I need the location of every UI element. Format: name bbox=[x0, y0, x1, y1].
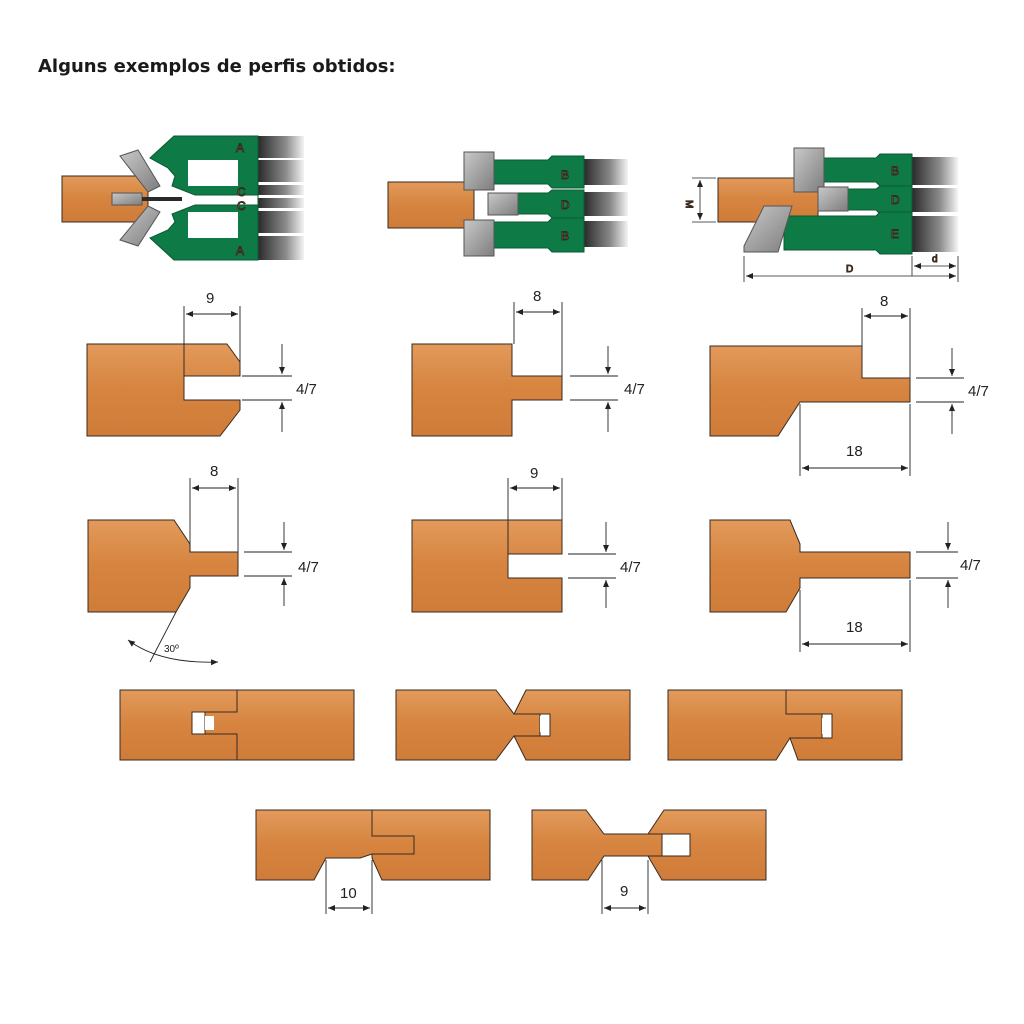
cutter-label: B bbox=[891, 164, 899, 178]
joint-3-right bbox=[785, 689, 903, 761]
cutter-body bbox=[783, 211, 913, 255]
cutter-label: A bbox=[236, 141, 244, 155]
thickness-label: 4/7 bbox=[298, 559, 319, 576]
cutter-label: B bbox=[561, 168, 569, 182]
workpiece bbox=[387, 181, 475, 229]
reach-label: 18 bbox=[846, 443, 863, 460]
dimension-label: d bbox=[932, 254, 938, 265]
cutter-set-1: A C C A bbox=[61, 135, 304, 261]
profile-1 bbox=[86, 343, 241, 437]
saw-teeth bbox=[584, 221, 628, 247]
thickness-label: 4/7 bbox=[296, 381, 317, 398]
profile-5 bbox=[411, 519, 563, 613]
depth-label: 8 bbox=[210, 463, 218, 480]
cutter-label: A bbox=[236, 244, 244, 258]
cutter-body bbox=[493, 217, 585, 253]
cutter-slot bbox=[188, 160, 238, 186]
joint-2-left bbox=[395, 689, 541, 761]
saw-teeth bbox=[912, 216, 958, 252]
cutter-label: E bbox=[891, 227, 899, 241]
cutter-set-3: B D E M D d bbox=[683, 147, 959, 282]
saw-teeth bbox=[584, 192, 628, 216]
cutter-body bbox=[515, 189, 585, 219]
thickness-label: 4/7 bbox=[620, 559, 641, 576]
knife bbox=[463, 151, 495, 191]
knife bbox=[111, 192, 143, 206]
cutter-body bbox=[493, 155, 585, 189]
saw-teeth bbox=[258, 211, 304, 233]
knife bbox=[743, 205, 793, 253]
dimension-label: D bbox=[846, 264, 853, 275]
gap-label: 9 bbox=[620, 883, 628, 900]
joint-5-left bbox=[531, 809, 663, 881]
saw-teeth bbox=[912, 157, 958, 185]
joint-4-right bbox=[371, 809, 491, 881]
thickness-label: 4/7 bbox=[960, 557, 981, 574]
thickness-label: 4/7 bbox=[968, 383, 989, 400]
cutter-label: D bbox=[891, 193, 900, 207]
gap-label: 10 bbox=[340, 885, 357, 902]
cutter-label: C bbox=[237, 185, 246, 199]
joint-2-right bbox=[513, 689, 631, 761]
reach-label: 18 bbox=[846, 619, 863, 636]
knife bbox=[119, 149, 161, 193]
saw-teeth bbox=[258, 136, 304, 158]
knife bbox=[119, 205, 161, 247]
angle-label: 30º bbox=[164, 644, 179, 655]
profile-4 bbox=[87, 519, 239, 613]
profile-3 bbox=[709, 345, 911, 437]
saw-teeth bbox=[258, 198, 304, 208]
depth-label: 8 bbox=[533, 288, 541, 305]
joint-5-right bbox=[647, 809, 767, 881]
page-title: Alguns exemplos de perfis obtidos: bbox=[38, 56, 396, 77]
knife bbox=[487, 192, 519, 216]
cutter-label: C bbox=[237, 199, 246, 213]
profile-6 bbox=[709, 519, 911, 613]
knife bbox=[463, 219, 495, 257]
saw-teeth bbox=[912, 188, 958, 212]
saw-teeth bbox=[258, 236, 304, 260]
saw-teeth bbox=[258, 160, 304, 182]
saw-teeth bbox=[258, 185, 304, 195]
profile-2 bbox=[411, 343, 563, 437]
depth-label: 9 bbox=[206, 290, 214, 307]
cutter-label: D bbox=[561, 198, 570, 212]
knife bbox=[817, 186, 849, 212]
joint-1-right bbox=[204, 689, 355, 761]
depth-label: 9 bbox=[530, 465, 538, 482]
cutter-slot bbox=[188, 212, 238, 238]
saw-teeth bbox=[584, 159, 628, 185]
depth-label: 8 bbox=[880, 293, 888, 310]
thickness-label: 4/7 bbox=[624, 381, 645, 398]
dimension-label: M bbox=[683, 200, 694, 208]
knife bbox=[793, 147, 825, 193]
cutter-body bbox=[845, 185, 913, 215]
cutter-set-2: B D B bbox=[387, 151, 628, 257]
cutter-label: B bbox=[561, 229, 569, 243]
